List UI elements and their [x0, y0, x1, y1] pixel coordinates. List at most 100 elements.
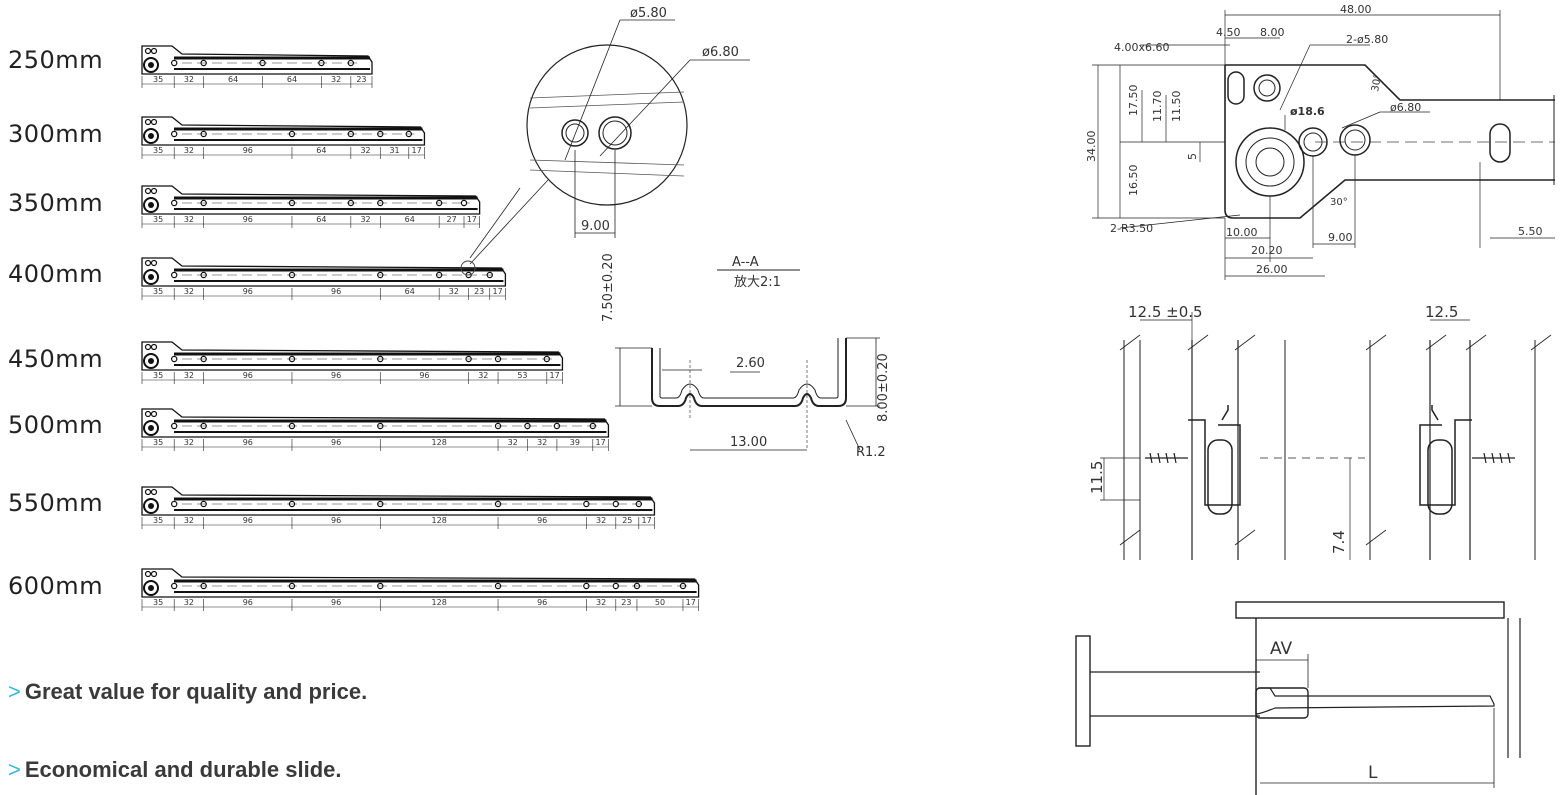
- roller-wheel: [143, 57, 159, 73]
- chevron-right-icon: >: [8, 757, 21, 782]
- rail-hole: [435, 271, 443, 279]
- rail-hole: [200, 271, 207, 279]
- rail-hole: [170, 59, 178, 67]
- roller-wheel: [143, 498, 159, 514]
- dim-value: 64: [405, 287, 415, 296]
- roller-wheel: [143, 197, 159, 213]
- dim-value: 35: [153, 598, 163, 607]
- dim-value: 35: [153, 371, 163, 380]
- rail-hole: [494, 422, 502, 430]
- dim-value: 96: [331, 516, 341, 525]
- length-label: 450mm: [8, 345, 104, 373]
- rail-hole: [405, 130, 412, 138]
- dim-value: 32: [184, 146, 194, 155]
- side-av-label: AV: [1270, 639, 1293, 659]
- mount-hole: [150, 187, 158, 195]
- dim-value: 32: [184, 371, 194, 380]
- rail-hole: [377, 422, 384, 430]
- dim-value: 96: [331, 598, 341, 607]
- mount-hole: [150, 570, 158, 578]
- rail-hole: [377, 355, 384, 363]
- dim-value: 32: [508, 438, 518, 447]
- dim-value: 128: [432, 598, 447, 607]
- install-gap-left: 12.5 ±0.5: [1128, 303, 1203, 321]
- rail-hole: [612, 582, 620, 590]
- mount-hole: [150, 47, 158, 55]
- rail-hole: [435, 199, 443, 207]
- rail-hole: [200, 59, 207, 67]
- dim-1650: 16.50: [1127, 165, 1140, 197]
- dim-value: 96: [419, 371, 429, 380]
- dim-value: 32: [184, 287, 194, 296]
- rail-hole: [583, 582, 590, 590]
- dim-1170: 11.70: [1151, 91, 1164, 123]
- rail-hole: [377, 271, 384, 279]
- rail-hole: [494, 582, 502, 590]
- chevron-right-icon: >: [8, 679, 21, 704]
- dim-value: 17: [492, 287, 502, 296]
- rail-hole: [612, 500, 620, 508]
- rail-hole: [170, 582, 178, 590]
- rail-hole: [200, 500, 207, 508]
- dim-value: 64: [287, 75, 297, 84]
- cross-section-profile: [615, 337, 880, 451]
- dim-1000: 10.00: [1226, 226, 1258, 239]
- rail-hole: [486, 271, 493, 279]
- rail-hole: [170, 500, 178, 508]
- rail-hole: [377, 582, 384, 590]
- roller-hub: [148, 202, 154, 208]
- dim-value: 64: [316, 215, 326, 224]
- dim-value: 17: [550, 371, 560, 380]
- dim-value: 128: [432, 516, 447, 525]
- mount-hole: [144, 410, 152, 418]
- dim-value: 128: [432, 438, 447, 447]
- end-view-drawing: 48.00 4.50 8.00 4.00x6.60 2-ø5.80 17.50 …: [1085, 3, 1555, 280]
- end-view-outline: [1224, 64, 1555, 219]
- length-label: 550mm: [8, 489, 104, 517]
- rail-hole: [288, 582, 296, 590]
- dim-value: 96: [331, 287, 341, 296]
- dim-value: 32: [184, 215, 194, 224]
- roller-hub: [148, 358, 154, 364]
- dim-slot: 4.00x6.60: [1114, 41, 1170, 54]
- dim-value: 96: [243, 215, 253, 224]
- rail-hole: [589, 422, 597, 430]
- side-l-label: L: [1368, 763, 1378, 783]
- dim-1750: 17.50: [1127, 85, 1140, 117]
- dim-800: 8.00: [1260, 26, 1285, 39]
- dim-value: 32: [360, 215, 370, 224]
- detail-leader: [469, 179, 549, 265]
- dim-1150: 11.50: [1170, 91, 1183, 123]
- dim-value: 96: [243, 598, 253, 607]
- hole-a-label: ø5.80: [630, 6, 667, 21]
- dim-value: 39: [570, 438, 580, 447]
- dim-value: 17: [642, 516, 652, 525]
- rail-hole: [259, 59, 266, 67]
- dim-value: 35: [153, 287, 163, 296]
- dim-value: 96: [331, 438, 341, 447]
- dim-value: 32: [184, 438, 194, 447]
- dim-value: 32: [184, 516, 194, 525]
- length-label: 250mm: [8, 46, 104, 74]
- installation-drawing: 12.5 ±0.5 12.5 11.5 7.4: [1088, 303, 1552, 560]
- dim-value: 96: [243, 516, 253, 525]
- rail-hole: [170, 130, 178, 138]
- install-gap-right: 12.5: [1425, 303, 1458, 321]
- length-label: 500mm: [8, 411, 104, 439]
- rail-hole: [494, 500, 502, 508]
- bullet-durable: >Economical and durable slide.: [8, 757, 342, 783]
- rail-hole: [633, 582, 641, 590]
- rail-hole: [318, 59, 325, 67]
- mount-hole: [150, 410, 158, 418]
- bullet-value: >Great value for quality and price.: [8, 679, 367, 705]
- side-view-outline: [1075, 601, 1521, 795]
- roller-hub: [148, 585, 154, 591]
- dim-450: 4.50: [1216, 26, 1241, 39]
- dim-value: 64: [228, 75, 238, 84]
- section-title-text: A--A: [732, 255, 759, 270]
- dim-value: 96: [243, 371, 253, 380]
